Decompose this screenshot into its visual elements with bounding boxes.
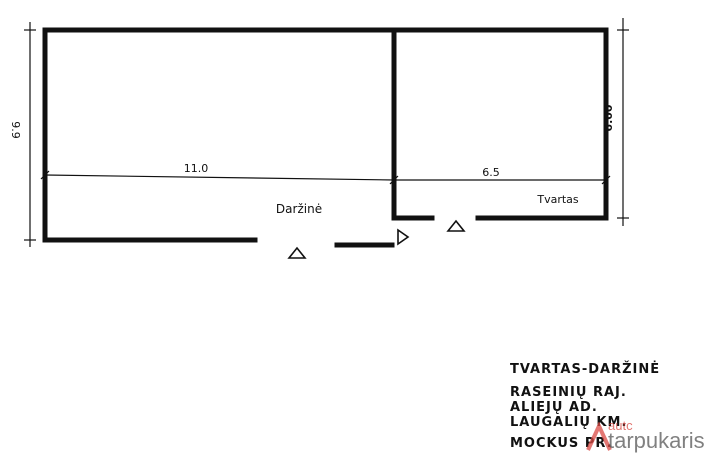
location-area: ALIEJŲ AD.: [510, 400, 598, 415]
watermark-line1: autc: [608, 418, 633, 433]
dim-right-height-label: 6.00: [602, 104, 615, 131]
watermark-logo: autc tarpukaris: [586, 418, 720, 458]
room-label-darzine: Daržinė: [276, 202, 322, 216]
dim-total-height-label: 9.9: [9, 121, 22, 139]
room-label-tvartas: Tvartas: [536, 193, 579, 206]
dim-left-width-label: 11.0: [184, 162, 209, 175]
owner-name: MOCKUS PR.: [510, 436, 613, 451]
dim-right-width-label: 6.5: [482, 166, 500, 179]
dim-line-left-width: [44, 174, 395, 181]
entrance-triangle-side: [397, 228, 410, 246]
entrance-triangle-right: [446, 219, 466, 232]
drawing-title: TVARTAS-DARŽINĖ: [510, 362, 661, 377]
entrance-triangle-left: [287, 246, 307, 259]
watermark-mark-icon: [586, 422, 612, 451]
location-district: RASEINIŲ RAJ.: [510, 385, 627, 400]
title-block: TVARTAS-DARŽINĖ RASEINIŲ RAJ. ALIEJŲ AD.…: [510, 362, 715, 451]
watermark-line2: tarpukaris: [608, 428, 705, 453]
